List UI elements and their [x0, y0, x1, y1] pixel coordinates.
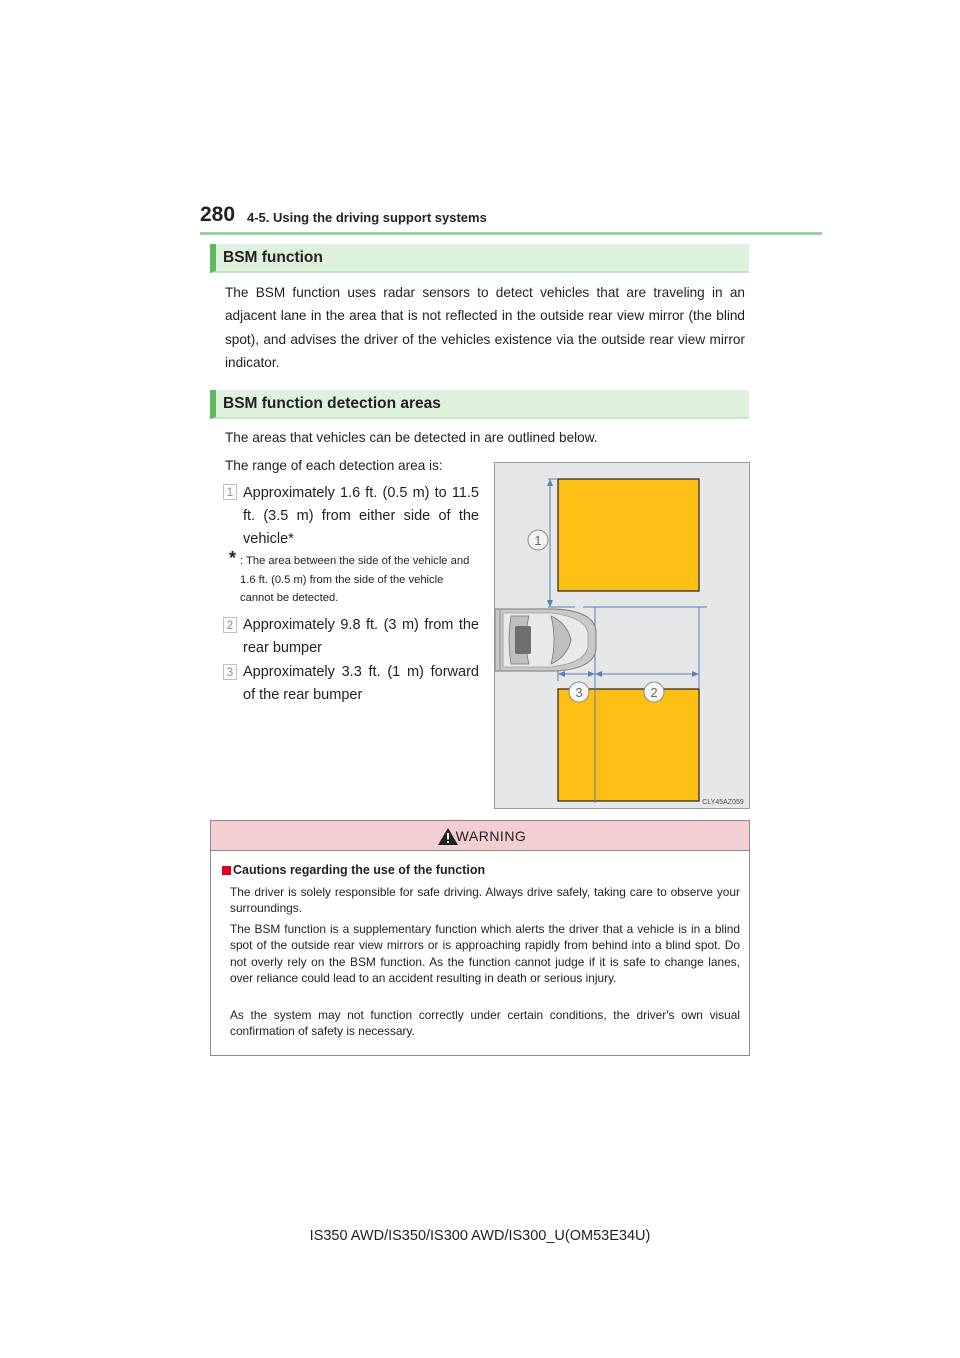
arrowheads: [547, 479, 699, 677]
rear-detection-zone: [557, 688, 700, 802]
warning-paragraph-2: The BSM function is a supplementary func…: [230, 922, 740, 986]
warning-paragraph-1: The driver is solely responsible for saf…: [230, 885, 740, 916]
item-number-2: 2: [223, 617, 237, 633]
diagram-svg: 1 3 2 CLY45AZ059: [495, 463, 749, 808]
footer-model: IS350 AWD/IS350/IS300 AWD/IS300_U(OM53E3…: [309, 1228, 651, 1244]
section-heading-bsm-function: BSM function: [210, 244, 749, 273]
callout-3-circle: [568, 681, 590, 703]
chapter-title: 4-5. Using the driving support systems: [247, 210, 487, 225]
callout-1-circle: [527, 529, 549, 551]
warning-title: WARNING: [455, 828, 527, 844]
item-text-2: Approximately 9.8 ft. (3 m) from the rea…: [243, 617, 479, 656]
bsm-description: The BSM function uses radar sensors to d…: [225, 285, 745, 371]
warning-heading: Cautions regarding the use of the functi…: [233, 863, 486, 877]
item-text-1: Approximately 1.6 ft. (0.5 m) to 11.5 ft…: [243, 485, 479, 547]
range-intro: The range of each detection area is:: [225, 458, 443, 473]
vehicle-top-view: [495, 608, 597, 672]
item-number-1: 1: [223, 484, 237, 500]
figure-code: CLY45AZ059: [702, 799, 744, 806]
header-rule: [200, 232, 822, 235]
section-heading-detection-areas: BSM function detection areas: [210, 390, 749, 419]
footnote-text: : The area between the side of the vehic…: [240, 555, 470, 604]
callout-2: 2: [650, 685, 657, 700]
callout-3: 3: [575, 685, 582, 700]
page-number: 280: [200, 203, 236, 226]
callout-2-circle: [643, 681, 665, 703]
detection-area-diagram: 1 3 2 CLY45AZ059: [494, 462, 750, 809]
front-detection-zone: [557, 478, 700, 592]
detection-intro: The areas that vehicles can be detected …: [225, 430, 598, 445]
bullet-square-icon: [222, 866, 231, 875]
warning-triangle-icon: [438, 828, 458, 845]
item-text-3: Approximately 3.3 ft. (1 m) forward of t…: [243, 664, 479, 703]
callouts: 1 3 2 CLY45AZ059: [527, 529, 744, 806]
footnote-mark: *: [229, 548, 237, 568]
callout-1: 1: [534, 533, 541, 548]
warning-paragraph-3: As the system may not function correctly…: [230, 1008, 740, 1039]
warning-header: [211, 821, 749, 851]
item-number-3: 3: [223, 664, 237, 680]
warning-box: WARNING Cautions regarding the use of th…: [210, 820, 750, 1056]
